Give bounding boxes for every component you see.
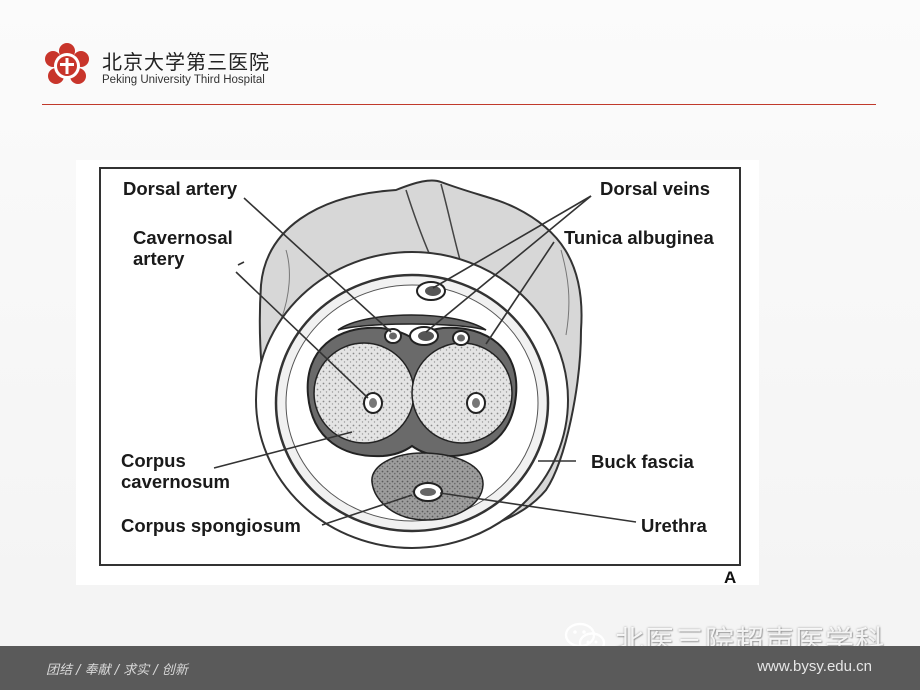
leader-urethra bbox=[439, 492, 637, 523]
skin-fold bbox=[280, 249, 290, 321]
leader-dorsal-artery bbox=[243, 197, 392, 333]
hospital-name-en: Peking University Third Hospital bbox=[102, 74, 265, 86]
leader-corpus-cavernosum bbox=[213, 431, 353, 469]
footer-motto: 团结 / 奉献 / 求实 / 创新 bbox=[46, 663, 188, 678]
label-corpus-cavernosum-line2: cavernosum bbox=[121, 471, 230, 492]
label-cavernosal-artery-line1: Cavernosal bbox=[133, 227, 233, 248]
label-buck-fascia: Buck fascia bbox=[591, 451, 694, 472]
label-dorsal-veins: Dorsal veins bbox=[600, 178, 711, 199]
superficial-dorsal-vein-lumen bbox=[425, 286, 441, 296]
hospital-name-cn: 北京大学第三医院 bbox=[102, 50, 270, 74]
cavernosal-artery-right-lumen bbox=[472, 398, 480, 408]
leader-tunica-albuginea bbox=[485, 241, 555, 345]
label-corpus-spongiosum: Corpus spongiosum bbox=[121, 515, 301, 536]
leader-lines bbox=[213, 195, 637, 526]
cavernosal-artery-left-lumen bbox=[369, 398, 377, 408]
leader-cavernosal-artery bbox=[235, 271, 369, 399]
panel-letter: A bbox=[724, 568, 737, 587]
label-cavernosal-artery-line2: artery bbox=[133, 248, 185, 269]
dorsal-strip bbox=[337, 314, 487, 331]
corpus-cavernosum-right bbox=[411, 342, 513, 444]
leader-dorsal-veins-b bbox=[425, 195, 592, 333]
label-dorsal-artery: Dorsal artery bbox=[123, 178, 238, 199]
hospital-logo-icon bbox=[45, 43, 89, 84]
leader-corpus-spongiosum bbox=[321, 494, 413, 526]
label-urethra: Urethra bbox=[641, 515, 707, 536]
label-corpus-cavernosum-line1: Corpus bbox=[121, 450, 186, 471]
cross-section-diagram bbox=[99, 167, 741, 566]
skin-fold bbox=[440, 183, 461, 261]
footer-url: www.bysy.edu.cn bbox=[757, 658, 872, 675]
footer-bar bbox=[0, 646, 920, 690]
anatomy-figure: Dorsal artery Cavernosal artery Dorsal v… bbox=[76, 160, 759, 587]
corpus-cavernosum-left bbox=[313, 342, 415, 444]
label-tunica-albuginea: Tunica albuginea bbox=[564, 227, 714, 248]
leader-dorsal-veins-a bbox=[432, 195, 592, 289]
header-divider bbox=[42, 104, 876, 105]
skin-fold bbox=[560, 249, 570, 336]
